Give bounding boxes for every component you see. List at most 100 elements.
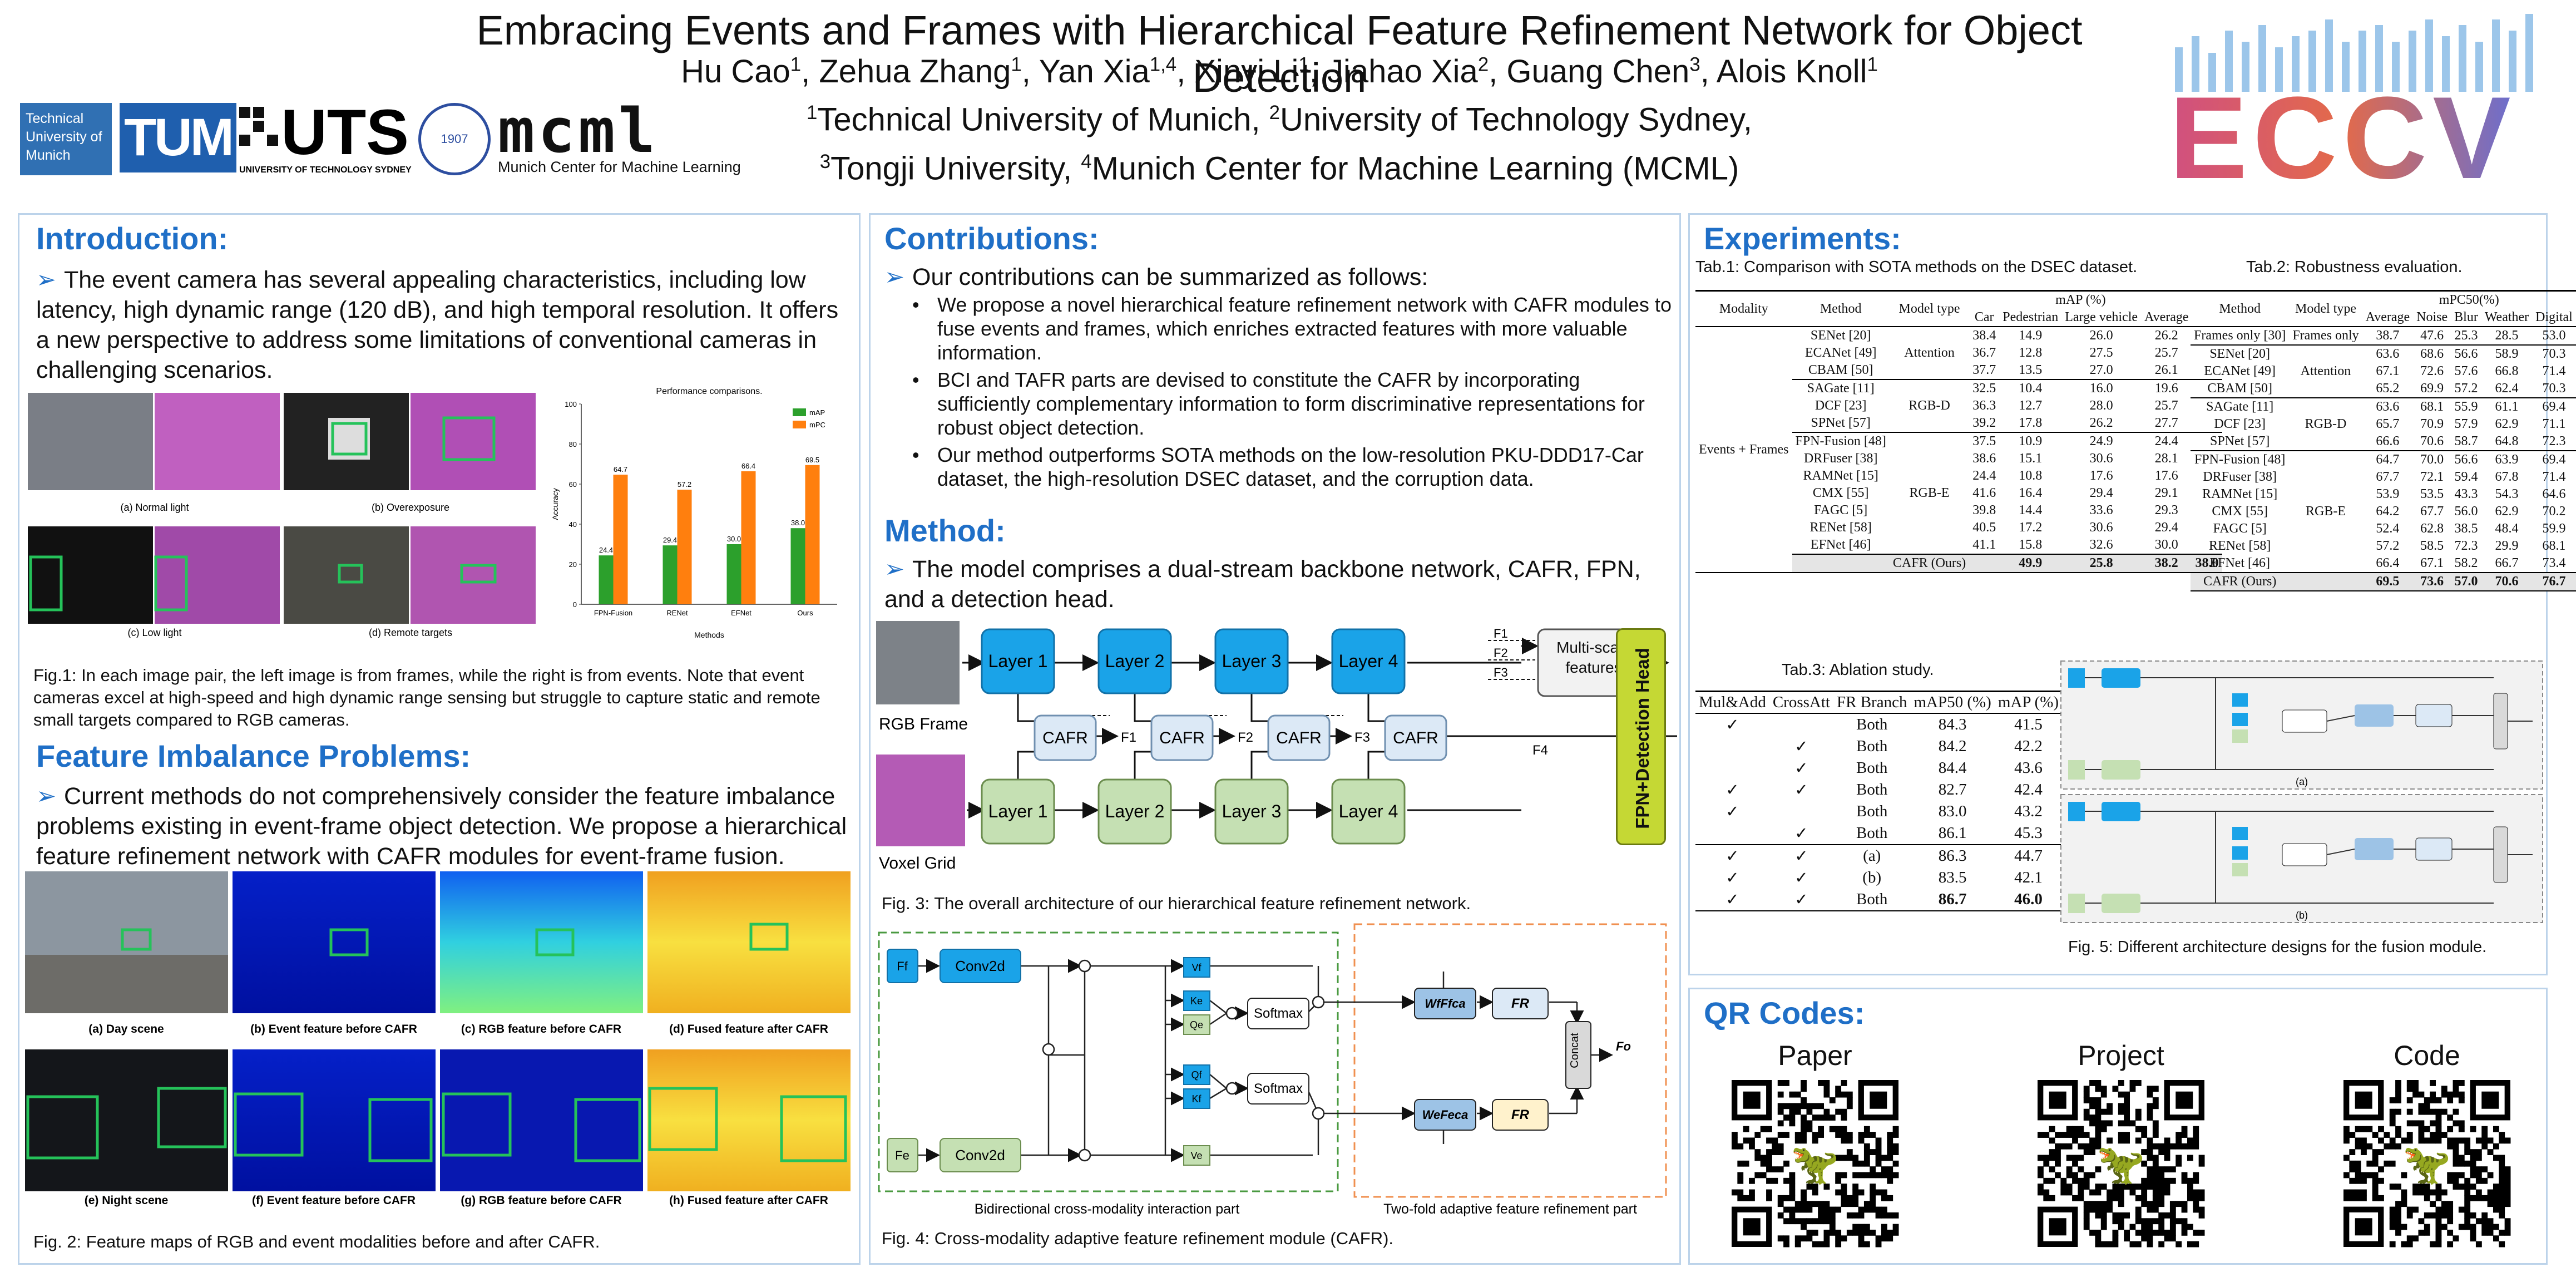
qr-module	[2181, 1132, 2188, 1138]
qr-module	[2078, 1189, 2084, 1196]
qr-module	[1818, 1126, 1825, 1132]
table-cell: 53.5	[2420, 487, 2444, 501]
table-cell: 63.6	[2376, 347, 2400, 361]
qr-code-code[interactable]: 🦖	[2343, 1080, 2511, 1248]
qr-module	[1823, 1108, 1830, 1115]
qr-module	[2089, 1172, 2095, 1179]
table-cell: DRFuser [38]	[2203, 470, 2277, 484]
affiliation-name: University of Technology Sydney,	[1280, 101, 1752, 138]
qr-module	[1823, 1115, 1830, 1121]
qr-module	[2493, 1184, 2499, 1190]
qr-module	[1812, 1103, 1818, 1110]
bar-value-label: 64.7	[614, 465, 627, 474]
qr-module	[2470, 1235, 2476, 1242]
qr-module	[2112, 1189, 2119, 1196]
qr-module	[1737, 1195, 1744, 1201]
table-cell: 38.2	[2154, 556, 2178, 570]
y-tick-label: 60	[569, 480, 577, 489]
qr-module	[2152, 1132, 2159, 1138]
qr-module	[1801, 1206, 1807, 1213]
table-cell: CBAM [50]	[2207, 381, 2272, 396]
qr-module	[2112, 1218, 2119, 1225]
qr-module	[2193, 1137, 2199, 1144]
qr-module	[2135, 1126, 2142, 1132]
table-cell: 58.9	[2495, 347, 2519, 361]
qr-module	[2095, 1080, 2102, 1086]
qr-module	[2193, 1177, 2199, 1184]
qr-module	[2152, 1126, 2159, 1132]
qr-module	[1863, 1172, 1870, 1179]
qr-module	[1823, 1080, 1830, 1086]
qr-module	[1772, 1137, 1778, 1144]
bar-mpc	[677, 490, 692, 604]
qr-module	[2470, 1229, 2476, 1236]
qr-module	[1863, 1155, 1870, 1161]
author-affiliation-index: 1,4	[1149, 53, 1177, 76]
table-cell: Both	[1856, 759, 1888, 777]
softmax-top-label: Softmax	[1254, 1006, 1303, 1021]
qr-module	[2464, 1201, 2471, 1207]
qr-module	[2430, 1132, 2436, 1138]
qr-module	[2447, 1229, 2454, 1236]
qr-module	[1852, 1212, 1859, 1219]
qr-module	[1841, 1080, 1847, 1086]
qr-module	[2147, 1155, 2153, 1161]
f4-label: F4	[1532, 743, 1548, 758]
qr-module	[2470, 1212, 2476, 1219]
qr-module	[2453, 1160, 2459, 1167]
contribution-item: •BCI and TAFR parts are devised to const…	[912, 368, 1672, 440]
qr-module	[1887, 1177, 1893, 1184]
qr-paper[interactable]: Paper 🦖	[1732, 1039, 1899, 1250]
qr-module	[2464, 1160, 2471, 1167]
qr-code-project[interactable]: 🦖	[2038, 1080, 2205, 1248]
qr-module	[1870, 1189, 1876, 1196]
qr-module	[2164, 1235, 2170, 1242]
x-tick-label: EFNet	[731, 609, 751, 617]
qr-module	[2418, 1184, 2425, 1190]
qr-module	[1801, 1115, 1807, 1121]
qr-module	[2141, 1195, 2148, 1201]
qr-module	[2164, 1149, 2170, 1155]
qr-module	[2493, 1235, 2499, 1242]
mcml-logo: mcml Munich Center for Machine Learning	[498, 100, 748, 181]
table-cell: 39.8	[1972, 503, 1996, 517]
rgb-layer-4-label: Layer 4	[1339, 651, 1398, 671]
qr-module	[2095, 1126, 2102, 1132]
qr-module	[2095, 1103, 2102, 1110]
table-cell: 41.5	[2014, 716, 2043, 733]
table-cell: 30.6	[2089, 451, 2113, 466]
event-layers: Layer 1 Layer 2 Layer 3 Layer 4	[981, 778, 1406, 845]
qr-module	[2343, 1155, 2350, 1161]
table-cell: 14.4	[2019, 503, 2043, 517]
eccv-logo: ECCV	[2169, 8, 2553, 203]
qr-module	[2464, 1149, 2471, 1155]
qr-module	[2066, 1172, 2073, 1179]
qr-code-repo[interactable]: Code 🦖	[2343, 1039, 2511, 1250]
qr-module	[2430, 1189, 2436, 1196]
qr-project-label: Project	[2078, 1040, 2164, 1071]
table-cell: 54.3	[2495, 487, 2519, 501]
qr-module	[2389, 1143, 2396, 1150]
table-cell: CAFR (Ours)	[1892, 556, 1966, 570]
contributions-heading: Contributions:	[884, 221, 1099, 256]
table-cell: 71.4	[2542, 470, 2566, 484]
qr-project[interactable]: Project 🦖	[2038, 1039, 2205, 1250]
qr-module	[2095, 1120, 2102, 1127]
qr-module	[2430, 1080, 2436, 1086]
qr-module	[1737, 1189, 1744, 1196]
qr-module	[2152, 1218, 2159, 1225]
qr-module	[1881, 1195, 1887, 1201]
table-header: mPC50(%)	[2439, 293, 2499, 307]
qr-module	[2072, 1172, 2078, 1179]
qr-module	[2152, 1177, 2159, 1184]
qr-module	[2378, 1137, 2384, 1144]
qr-code-paper[interactable]: 🦖	[1732, 1080, 1899, 1248]
uts-subtitle: UNIVERSITY OF TECHNOLOGY SYDNEY	[239, 165, 412, 175]
we-label: WeFeca	[1422, 1108, 1469, 1122]
table-cell: 72.3	[2542, 434, 2566, 448]
ff-conv-box	[940, 949, 1021, 983]
qr-module	[2089, 1189, 2095, 1196]
